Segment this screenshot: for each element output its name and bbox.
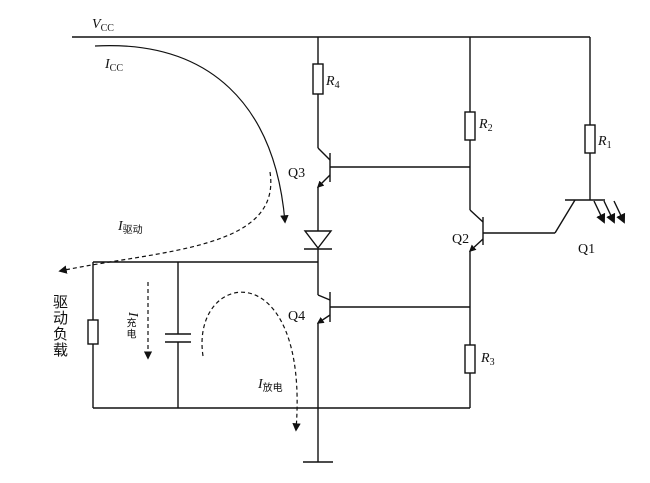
load-label: 驱动负载 [51, 294, 69, 358]
q4-collector [317, 294, 331, 301]
r3-resistor [464, 344, 476, 374]
i-discharge-arrow [201, 291, 301, 432]
r4-resistor [312, 63, 324, 95]
q2-emitter [468, 238, 484, 252]
diode [303, 230, 333, 250]
r2-resistor [464, 111, 476, 141]
vcc-label: VCC [92, 17, 114, 34]
q2-collector [469, 209, 484, 223]
r2-label: R2 [479, 117, 493, 134]
q3-emitter [317, 174, 331, 188]
r4-label: R4 [326, 74, 340, 91]
r3-label: R3 [481, 351, 495, 368]
q4-emitter [316, 314, 331, 324]
i-drive-label: I驱动 [118, 219, 143, 236]
icc-label: ICC [105, 57, 124, 74]
q1-label: Q1 [578, 242, 596, 257]
icc-arrow [94, 45, 289, 224]
i-discharge-label: I放电 [258, 377, 283, 394]
q3-label: Q3 [288, 166, 306, 181]
i-charge-label: I充电 [124, 312, 140, 340]
r1-label: R1 [598, 134, 612, 151]
q3-collector [317, 147, 331, 161]
q4-label: Q4 [288, 309, 306, 324]
q1-emitter [554, 199, 576, 234]
q2-label: Q2 [452, 232, 470, 247]
r1-resistor [584, 124, 596, 154]
i-drive-arrow [58, 171, 272, 274]
load-resistor [87, 319, 99, 345]
